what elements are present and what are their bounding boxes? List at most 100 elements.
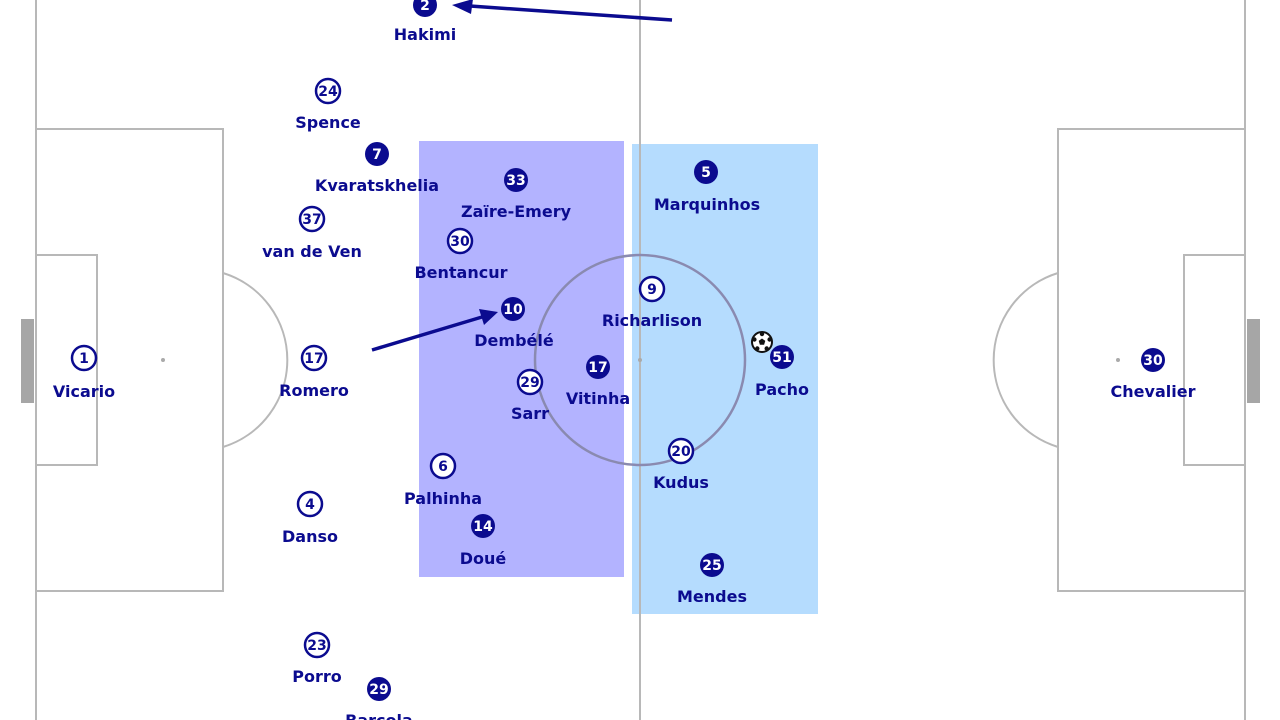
player-number: 25	[702, 558, 721, 574]
player-name: Zaïre-Emery	[461, 202, 572, 221]
player-number: 51	[772, 350, 791, 366]
player-name: Romero	[279, 381, 349, 400]
player-van-de-ven: 37 van de Ven	[262, 205, 362, 261]
player-number: 6	[438, 459, 448, 475]
player-name: Kudus	[653, 473, 709, 492]
player-name: Bentancur	[414, 263, 507, 282]
zone-right	[632, 144, 818, 614]
player-marker	[446, 227, 474, 255]
player-marker	[314, 77, 342, 105]
player-number: 9	[647, 282, 657, 298]
player-marker	[70, 344, 98, 372]
player-marker	[365, 142, 389, 166]
player-marker	[413, 0, 437, 17]
player-name: Palhinha	[404, 489, 482, 508]
player-number: 37	[302, 212, 321, 228]
goal-left	[21, 319, 34, 403]
player-number: 5	[701, 165, 711, 181]
player-barcola: 29Barcola	[345, 677, 413, 720]
player-number: 4	[305, 497, 315, 513]
player-name: Doué	[460, 549, 507, 568]
player-marker	[298, 205, 326, 233]
player-number: 2	[420, 0, 430, 14]
player-number: 30	[1143, 353, 1163, 369]
player-number: 30	[450, 234, 470, 250]
player-number: 17	[588, 360, 607, 376]
arrow-dembele	[371, 315, 483, 352]
player-marker	[501, 297, 525, 321]
player-name: Marquinhos	[654, 195, 760, 214]
player-number: 20	[671, 444, 691, 460]
player-marker	[586, 355, 610, 379]
player-name: Chevalier	[1111, 382, 1196, 401]
player-marker	[367, 677, 391, 701]
player-name: Vicario	[53, 382, 115, 401]
player-marker	[504, 168, 528, 192]
player-number: 29	[520, 375, 539, 391]
soccer-ball-icon	[751, 331, 773, 353]
player-marker	[471, 514, 495, 538]
player-marker	[516, 368, 544, 396]
player-number: 10	[503, 302, 523, 318]
player-marker	[296, 490, 324, 518]
player-marker	[667, 437, 695, 465]
player-marker	[694, 160, 718, 184]
player-number: 29	[369, 682, 388, 698]
arrows	[371, 0, 673, 352]
player-marker	[638, 275, 666, 303]
penalty-spot-left	[161, 358, 165, 362]
player-name: Spence	[295, 113, 361, 132]
goal-right	[1247, 319, 1260, 403]
centre-spot	[638, 358, 642, 362]
player-name: Sarr	[511, 404, 549, 423]
arrowhead-hakimi	[452, 0, 473, 14]
player-marker	[770, 345, 794, 369]
player-name: Richarlison	[602, 311, 702, 330]
player-number: 14	[473, 519, 493, 535]
player-marker	[700, 553, 724, 577]
player-number: 23	[307, 638, 326, 654]
player-name: Barcola	[345, 711, 413, 720]
player-marker	[300, 344, 328, 372]
player-number: 7	[372, 147, 382, 163]
player-name: Dembélé	[474, 331, 554, 350]
player-name: Porro	[292, 667, 342, 686]
player-name: Pacho	[755, 380, 809, 399]
player-marker	[429, 452, 457, 480]
player-marker	[1141, 348, 1165, 372]
player-number: 33	[506, 173, 525, 189]
player-name: van de Ven	[262, 242, 362, 261]
player-number: 24	[318, 84, 338, 100]
arrowhead-dembele	[479, 309, 498, 325]
player-name: Kvaratskhelia	[315, 176, 439, 195]
player-number: 1	[79, 351, 89, 367]
player-name: Danso	[282, 527, 338, 546]
player-name: Hakimi	[394, 25, 456, 44]
arrow-hakimi	[469, 4, 673, 22]
player-name: Mendes	[677, 587, 747, 606]
player-number: 17	[304, 351, 323, 367]
player-name: Vitinha	[566, 389, 630, 408]
